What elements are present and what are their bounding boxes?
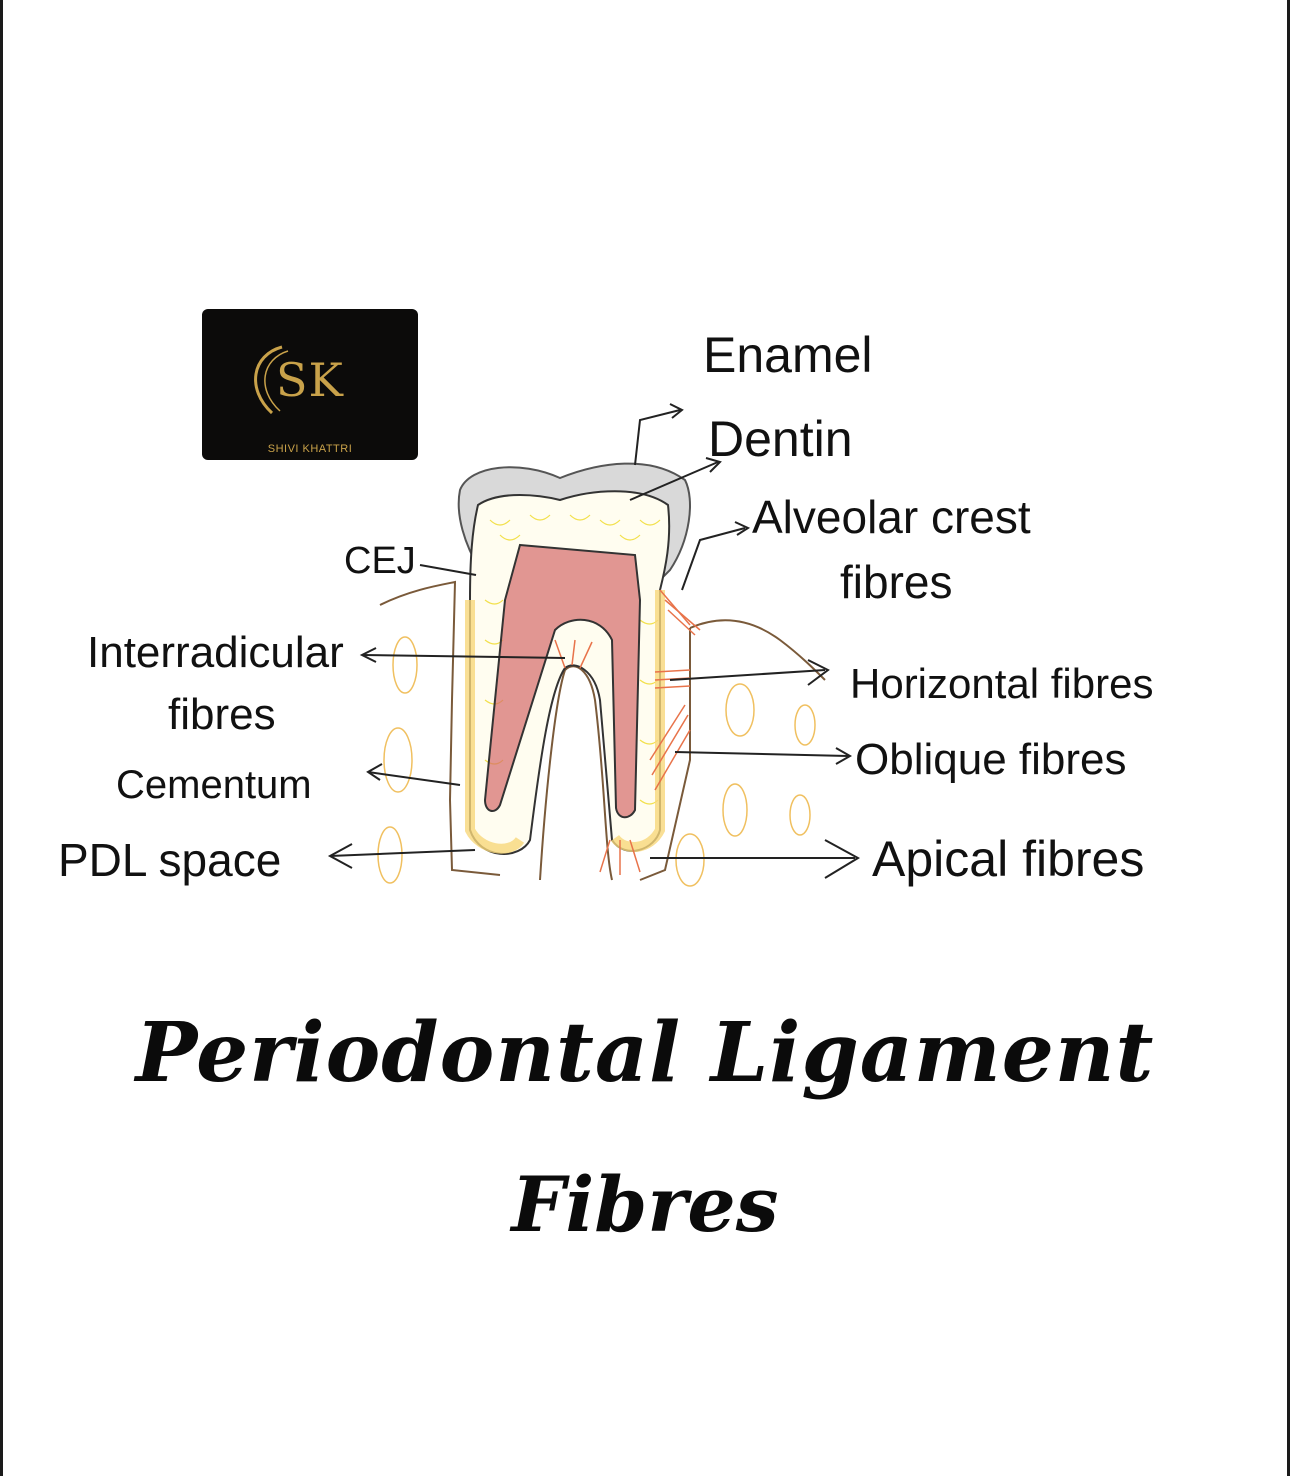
dentin-arrowhead <box>705 457 722 473</box>
label-oblique-fibres: Oblique fibres <box>855 735 1127 784</box>
logo-swirl-icon <box>254 345 289 415</box>
label-apical-fibres: Apical fibres <box>872 831 1145 887</box>
cementum-right <box>610 590 665 852</box>
cementum-left <box>465 600 525 854</box>
oblique-line <box>674 751 849 757</box>
logo: SK SHIVI KHATTRI <box>202 309 418 460</box>
label-alveolar-crest: Alveolar crest <box>752 491 1031 543</box>
bone-spaces <box>377 636 816 887</box>
label-cej: CEJ <box>344 540 416 582</box>
label-alveolar-crest-fibres: fibres <box>840 556 953 608</box>
interradicular-line <box>361 654 566 659</box>
label-interradicular: Interradicular <box>87 628 344 677</box>
label-interradicular-fibres: fibres <box>168 690 276 739</box>
alveolar-bone-right-inner <box>639 628 691 881</box>
alveolar-arrowhead <box>734 521 751 536</box>
dentin-arrow <box>629 461 719 501</box>
leader-lines <box>327 403 861 879</box>
cementum-line <box>367 771 461 786</box>
interradicular-bone <box>539 665 613 881</box>
title-line-2: Fibres <box>511 1160 779 1249</box>
right-border <box>1287 0 1290 1476</box>
cementum-arrowhead <box>366 763 383 781</box>
apical-arrowhead <box>824 839 861 879</box>
pdl-fibres <box>554 589 701 875</box>
label-enamel: Enamel <box>703 327 873 383</box>
horizontal-line <box>669 669 826 681</box>
alveolar-bone-left <box>379 580 501 876</box>
pdl-line <box>329 849 476 857</box>
left-border <box>0 0 3 1476</box>
horizontal-arrowhead <box>807 659 830 686</box>
enamel-arrow <box>634 409 681 466</box>
label-pdl-space: PDL space <box>58 834 282 886</box>
interradicular-arrowhead <box>359 647 377 663</box>
logo-monogram: SK <box>276 353 344 407</box>
alveolar-arrow <box>681 527 746 591</box>
enamel-arrowhead <box>669 403 684 419</box>
oblique-arrowhead <box>835 747 853 765</box>
pulp <box>483 543 642 819</box>
logo-name: SHIVI KHATTRI <box>267 443 353 455</box>
cej-line <box>419 564 477 576</box>
label-cementum: Cementum <box>116 763 312 807</box>
title-line-1: Periodontal Ligament <box>135 1005 1155 1101</box>
alveolar-bone-right <box>689 619 826 681</box>
pdl-arrowhead <box>327 843 353 869</box>
label-horizontal-fibres: Horizontal fibres <box>850 660 1154 707</box>
label-dentin: Dentin <box>708 411 853 467</box>
